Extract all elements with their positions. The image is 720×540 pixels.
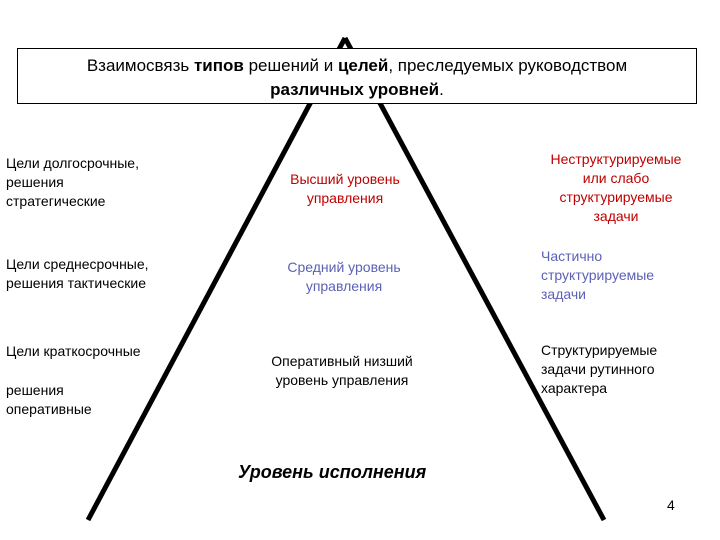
pyramid-right-edge [342,36,607,522]
title-bold-types: типов [193,56,244,75]
operational-level-management: Оперативный низший уровень управления [271,353,413,388]
unstructured-tasks: Неструктурируемые или слабо структурируе… [550,151,682,224]
title-bold-goals: целей [337,56,389,75]
mid-term-goals-label: Цели среднесрочные, решения тактические [6,256,149,291]
title-text-4: . [439,80,444,99]
short-term-goals-label: Цели краткосрочные [6,343,141,359]
diagram-title: Взаимосвязь типов решений и целей, пресл… [17,48,697,104]
mid-level-management: Средний уровень управления [287,259,401,294]
title-text-1: Взаимосвязь [86,56,194,75]
short-term-decisions-label: решения оперативные [6,382,92,417]
top-level-management: Высший уровень управления [290,171,400,206]
pyramid-left-edge [85,36,348,522]
title-bold-levels: различных уровней [270,80,440,99]
page-number: 4 [667,497,675,513]
title-text-2: решений и [243,56,338,75]
long-term-goals-label: Цели долгосрочные, решения стратегически… [6,155,139,209]
structured-routine-tasks: Структурируемые задачи рутинного характе… [541,342,658,396]
title-text-3: , преследуемых руководством [388,56,628,75]
execution-level: Уровень исполнения [238,462,427,482]
partially-structured-tasks: Частично структурируемые задачи [541,248,655,302]
